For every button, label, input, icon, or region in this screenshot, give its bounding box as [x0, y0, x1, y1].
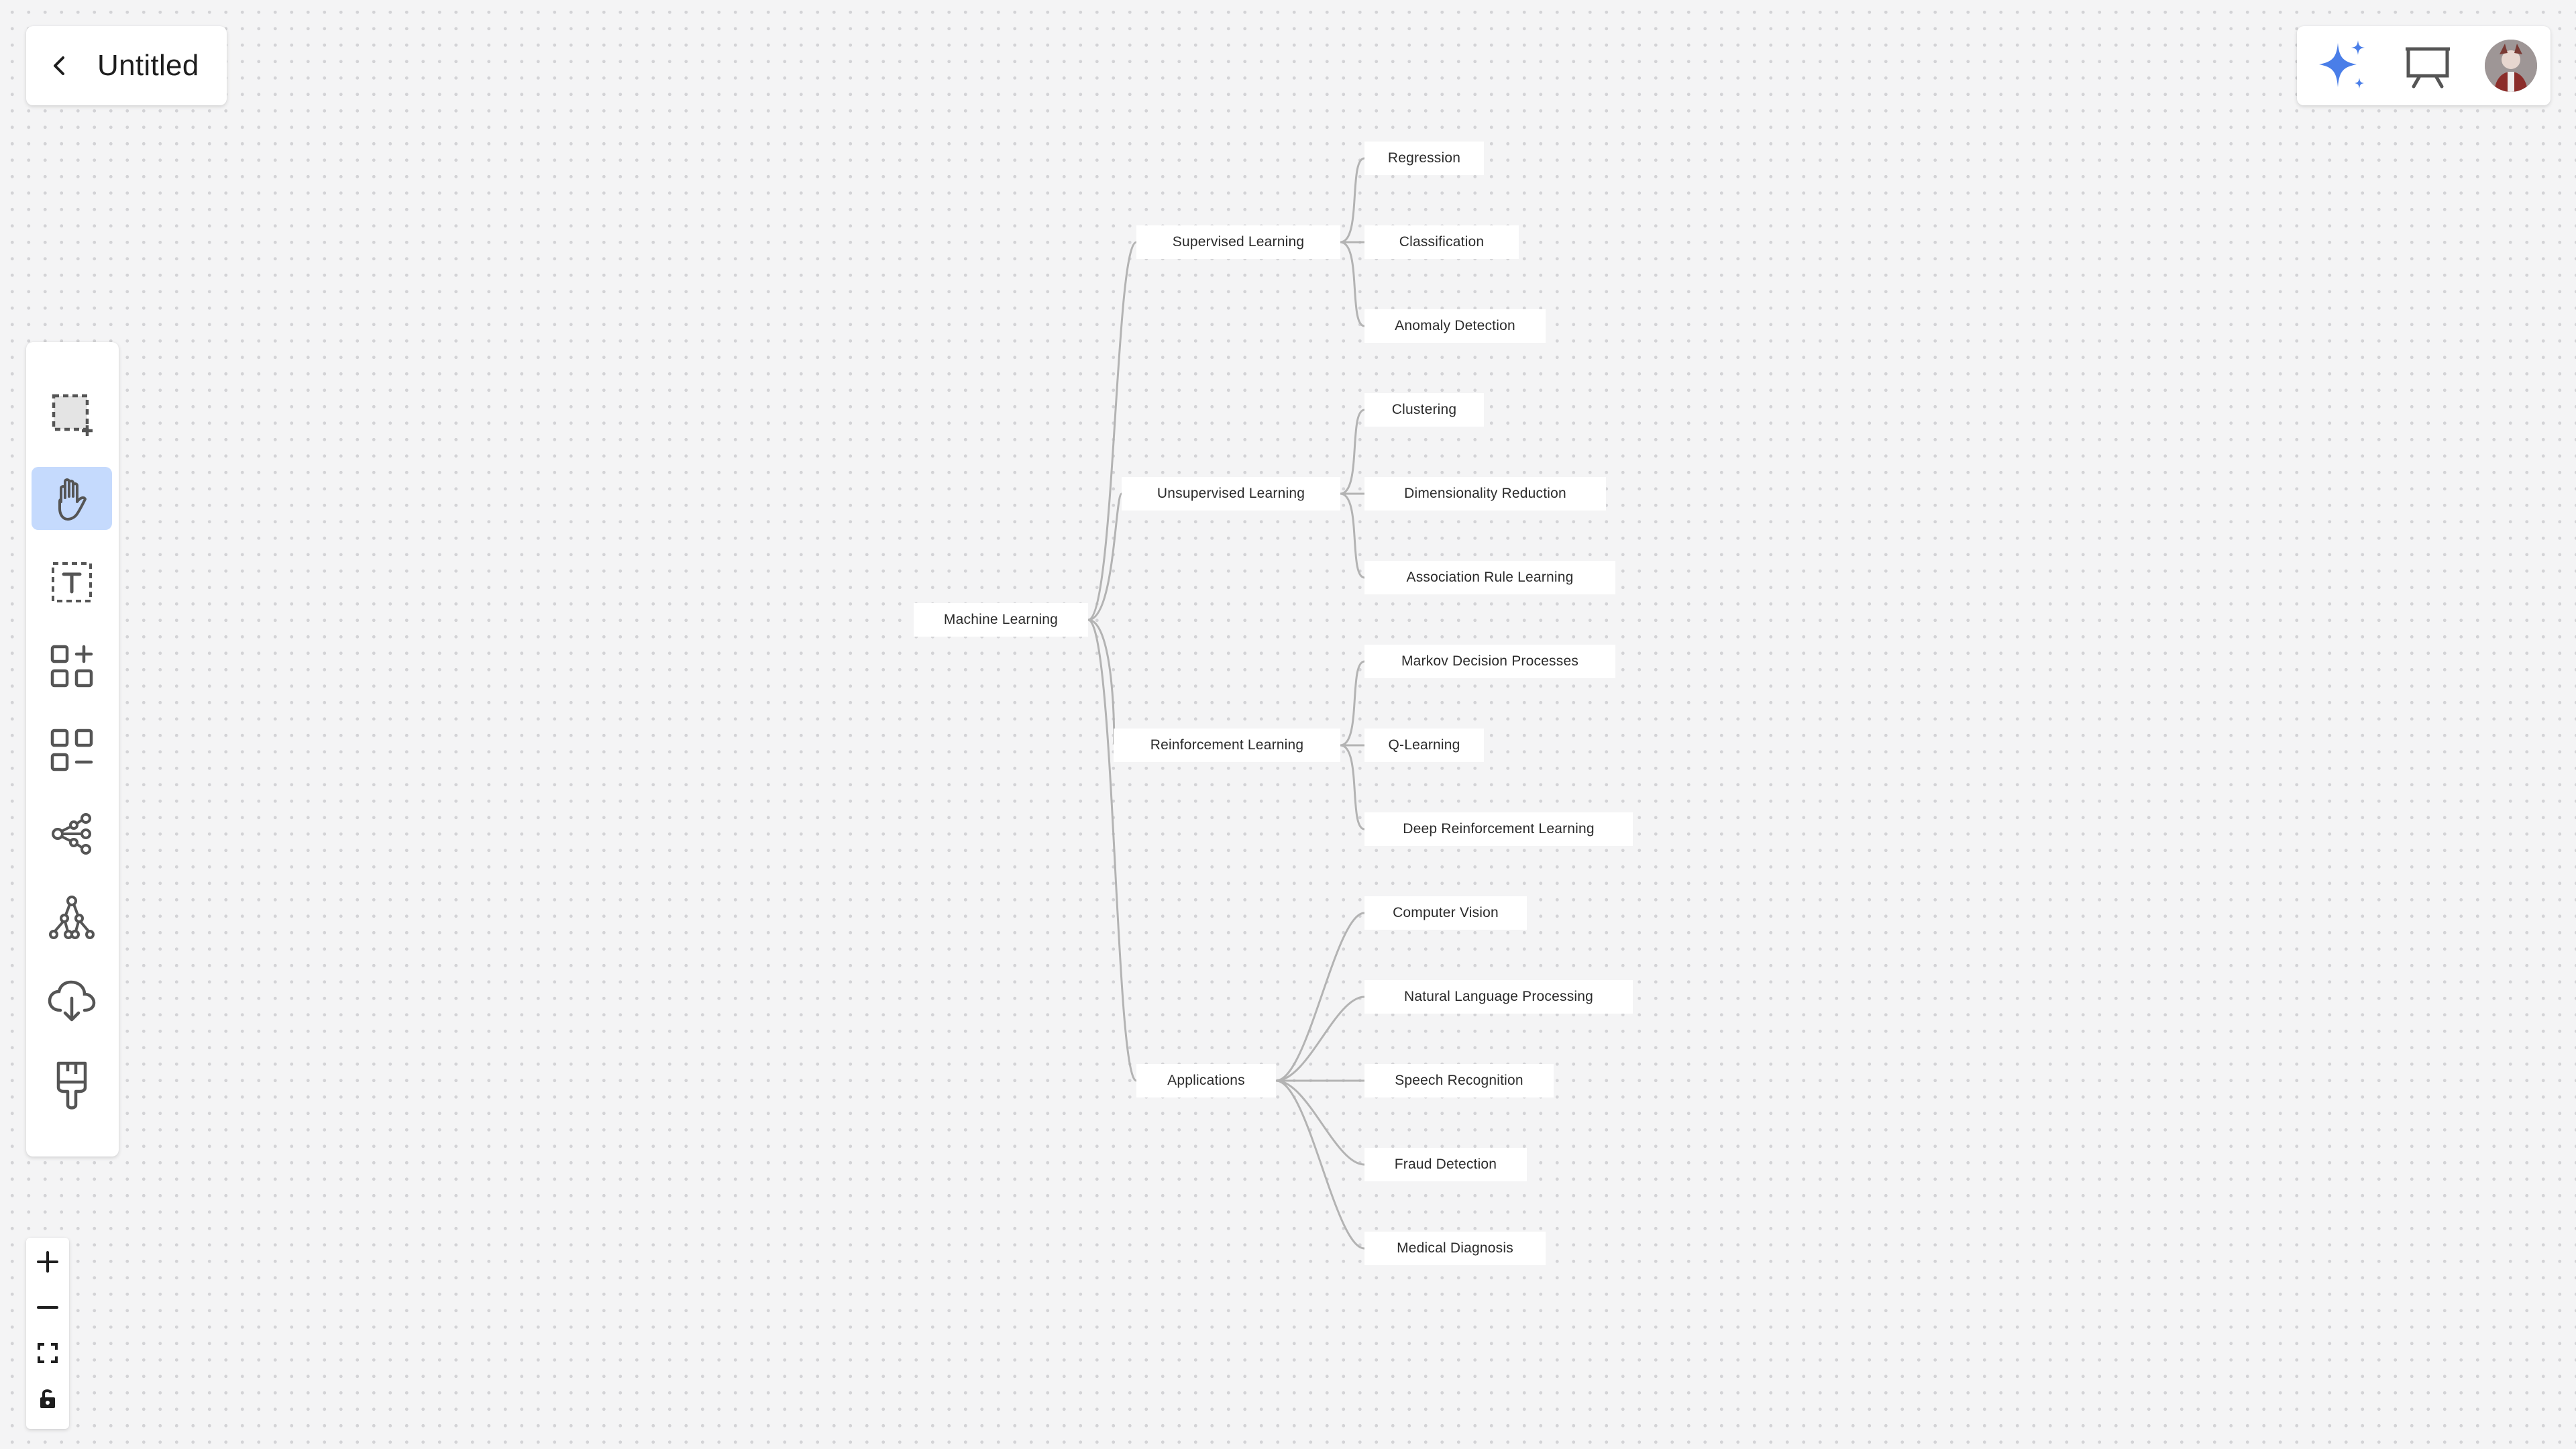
text-tool[interactable] — [32, 551, 112, 614]
tree-layout-icon — [49, 896, 95, 939]
grid-plus-icon — [50, 645, 93, 688]
dashed-select-icon — [52, 394, 93, 436]
present-button[interactable] — [2398, 36, 2458, 96]
lock-icon — [40, 1389, 55, 1408]
back-button[interactable] — [33, 39, 87, 93]
hand-icon — [58, 478, 87, 521]
leaf-node[interactable]: Regression — [1364, 142, 1484, 175]
fit-screen-icon — [38, 1343, 58, 1363]
leaf-node[interactable]: Markov Decision Processes — [1364, 645, 1615, 678]
download-tool[interactable] — [32, 970, 112, 1033]
ai-assistant-button[interactable] — [2312, 36, 2372, 96]
leaf-node[interactable]: Anomaly Detection — [1364, 309, 1546, 343]
user-avatar[interactable] — [2485, 40, 2537, 92]
mindmap-layout-tool[interactable] — [32, 802, 112, 865]
presentation-board-icon — [2406, 47, 2450, 89]
lock-button[interactable] — [30, 1381, 65, 1416]
mindmap-root-node[interactable]: Machine Learning — [914, 603, 1088, 637]
document-title[interactable]: Untitled — [97, 49, 199, 82]
chevron-left-icon — [54, 56, 64, 75]
leaf-node[interactable]: Classification — [1364, 225, 1519, 259]
branch-node-reinforcement[interactable]: Reinforcement Learning — [1114, 729, 1340, 762]
add-node-tool[interactable] — [32, 635, 112, 698]
branch-node-unsupervised[interactable]: Unsupervised Learning — [1122, 477, 1340, 511]
sparkle-icon — [2319, 40, 2365, 89]
tree-layout-tool[interactable] — [32, 886, 112, 949]
paint-brush-icon — [56, 1061, 87, 1110]
title-bar: Untitled — [26, 26, 227, 105]
leaf-node[interactable]: Natural Language Processing — [1364, 980, 1633, 1014]
area-select-tool[interactable] — [32, 382, 112, 445]
hand-pan-tool[interactable] — [32, 467, 112, 530]
mindmap-layout-icon — [52, 813, 91, 855]
leaf-node[interactable]: Q-Learning — [1364, 729, 1484, 762]
left-toolbar — [26, 342, 119, 1157]
zoom-out-button[interactable] — [30, 1290, 65, 1325]
zoom-controls — [26, 1238, 69, 1429]
leaf-node[interactable]: Dimensionality Reduction — [1364, 477, 1606, 511]
fit-screen-button[interactable] — [30, 1336, 65, 1371]
leaf-node[interactable]: Speech Recognition — [1364, 1064, 1554, 1097]
leaf-node[interactable]: Computer Vision — [1364, 896, 1527, 930]
leaf-node[interactable]: Medical Diagnosis — [1364, 1232, 1546, 1265]
zoom-in-icon — [37, 1251, 58, 1273]
zoom-out-icon — [37, 1306, 58, 1309]
branch-node-applications[interactable]: Applications — [1136, 1064, 1276, 1097]
avatar-image — [2485, 40, 2537, 92]
leaf-node[interactable]: Clustering — [1364, 393, 1484, 427]
style-paint-tool[interactable] — [32, 1054, 112, 1117]
text-box-icon — [52, 562, 92, 602]
branch-node-supervised[interactable]: Supervised Learning — [1136, 225, 1340, 259]
leaf-node[interactable]: Deep Reinforcement Learning — [1364, 812, 1633, 846]
zoom-in-button[interactable] — [30, 1244, 65, 1279]
leaf-node[interactable]: Association Rule Learning — [1364, 561, 1615, 594]
remove-node-tool[interactable] — [32, 718, 112, 782]
top-right-bar — [2297, 26, 2551, 105]
grid-minus-icon — [50, 729, 93, 771]
leaf-node[interactable]: Fraud Detection — [1364, 1148, 1527, 1181]
cloud-download-icon — [48, 980, 96, 1022]
